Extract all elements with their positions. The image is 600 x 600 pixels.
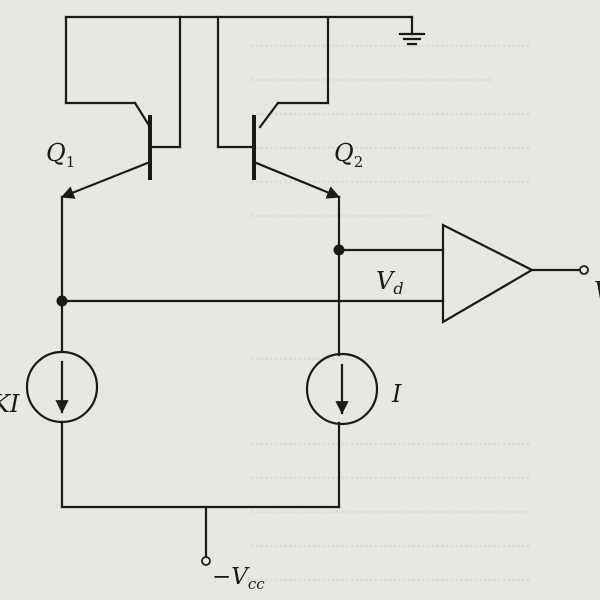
bleed-line: ........................................… xyxy=(250,167,531,188)
junction-dot xyxy=(56,295,68,307)
bleed-line: ...................................... xyxy=(250,201,431,222)
bleed-line: ........................................… xyxy=(250,99,531,120)
bleed-line: ........................................… xyxy=(250,497,531,518)
bleed-line: ........................................… xyxy=(250,65,493,86)
bleed-line: ........................................… xyxy=(250,133,531,154)
output-label: V xyxy=(594,277,600,305)
vd-label: Vd xyxy=(376,267,404,298)
right-current-label: I xyxy=(391,380,402,408)
junction-dot xyxy=(333,244,345,256)
bleed-line: ........................................… xyxy=(250,31,531,52)
left-current-source xyxy=(25,350,99,424)
bleed-line: ........................................… xyxy=(250,463,531,484)
ground-icon xyxy=(398,32,426,46)
q2-label: Q2 xyxy=(334,139,363,171)
q2-emitter xyxy=(252,160,341,199)
q1-emitter xyxy=(60,160,152,199)
comparator-amplifier xyxy=(60,223,589,324)
right-current-source xyxy=(305,352,379,426)
vcc-label: −Vcc xyxy=(212,564,265,593)
q2-collector-wiring xyxy=(216,15,330,149)
q1-collector-wiring xyxy=(64,15,182,149)
top-rail xyxy=(64,15,414,36)
bleed-line: ........................................… xyxy=(250,429,531,450)
left-current-label: KI xyxy=(0,390,20,418)
bleed-line: ........................................… xyxy=(250,565,531,586)
q1-label: Q1 xyxy=(46,139,75,171)
bleed-line: ........................................… xyxy=(250,531,531,552)
bottom-rail xyxy=(60,505,341,566)
